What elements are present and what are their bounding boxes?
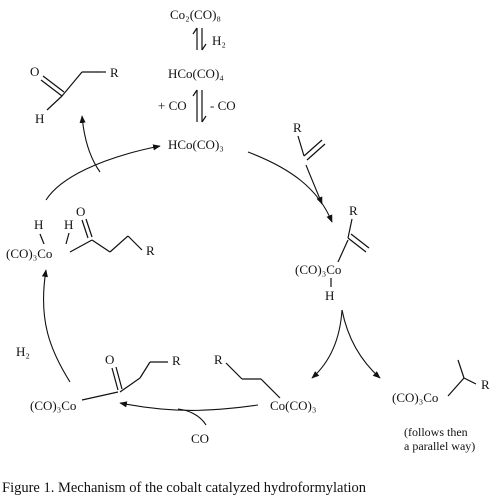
alkyl-cobalt: Co(CO)₃ bbox=[270, 398, 316, 413]
arrow-to-linear-alkyl bbox=[311, 309, 343, 379]
pi-complex-hydride: H bbox=[325, 288, 334, 303]
h2-label-top: H₂ bbox=[212, 33, 226, 48]
arrow-co-entry bbox=[177, 408, 207, 426]
acylh-hydride-2: H bbox=[64, 217, 73, 232]
branched-note-line1: (follows then bbox=[404, 425, 468, 439]
branched-cobalt: (CO)₃Co bbox=[392, 390, 438, 405]
branched-alkyl-complex: (CO)₃Co R (follows then a parallel way) bbox=[392, 359, 490, 453]
acyl-oxygen: O bbox=[105, 352, 114, 367]
arrow-h2-oxidative-addition bbox=[41, 269, 71, 383]
acylh-r-group: R bbox=[146, 243, 155, 258]
branched-note-line2: a parallel way) bbox=[404, 439, 475, 453]
arrow-alkene-entry bbox=[305, 164, 323, 205]
hco-tricarbonyl: HCo(CO)₃ bbox=[168, 137, 224, 152]
arrow-co-insertion bbox=[119, 401, 259, 411]
figure-caption: Figure 1. Mechanism of the cobalt cataly… bbox=[2, 480, 367, 496]
arrow-olefin-coordination bbox=[247, 151, 333, 223]
acyl-complex: O R (CO)₃Co bbox=[30, 352, 181, 413]
arrow-reductive-elimination bbox=[45, 144, 161, 201]
h2-equilibrium-arrows bbox=[192, 27, 207, 51]
acyl-r-group: R bbox=[172, 353, 181, 368]
acyl-cobalt: (CO)₃Co bbox=[30, 398, 76, 413]
aldehyde-product: O H R bbox=[30, 64, 119, 126]
linear-alkyl-complex: R Co(CO)₃ bbox=[214, 352, 316, 413]
aldehyde-hydrogen: H bbox=[35, 111, 44, 126]
hco-tetracarbonyl: HCo(CO)₄ bbox=[168, 66, 224, 81]
aldehyde-oxygen: O bbox=[30, 64, 39, 79]
acylh-hydrogen: H bbox=[34, 217, 43, 232]
co-insertion-label: CO bbox=[191, 431, 209, 446]
co-equilibrium-arrows bbox=[192, 89, 207, 123]
acylh-oxygen: O bbox=[76, 204, 85, 219]
arrow-aldehyde-release bbox=[79, 115, 101, 173]
h2-label-left: H₂ bbox=[16, 344, 30, 359]
minus-co-label: - CO bbox=[210, 98, 236, 113]
arrow-to-branched-alkyl bbox=[341, 309, 381, 379]
pi-complex-r-group: R bbox=[349, 203, 358, 218]
alkene-r-group: R bbox=[293, 120, 302, 135]
pi-alkene-complex: R (CO)₃Co H bbox=[295, 203, 370, 303]
alkyl-r-group: R bbox=[214, 352, 223, 367]
aldehyde-r-group: R bbox=[110, 65, 119, 80]
acyl-hydride-complex: H H (CO)₃Co O R bbox=[6, 204, 155, 261]
acylh-cobalt: (CO)₃Co bbox=[6, 246, 52, 261]
branched-r-group: R bbox=[481, 377, 490, 392]
plus-co-label: + CO bbox=[158, 98, 187, 113]
dicobalt-octacarbonyl: Co₂(CO)₈ bbox=[170, 7, 221, 22]
pi-complex-cobalt: (CO)₃Co bbox=[295, 262, 341, 277]
alkene-substrate: R bbox=[293, 120, 326, 161]
